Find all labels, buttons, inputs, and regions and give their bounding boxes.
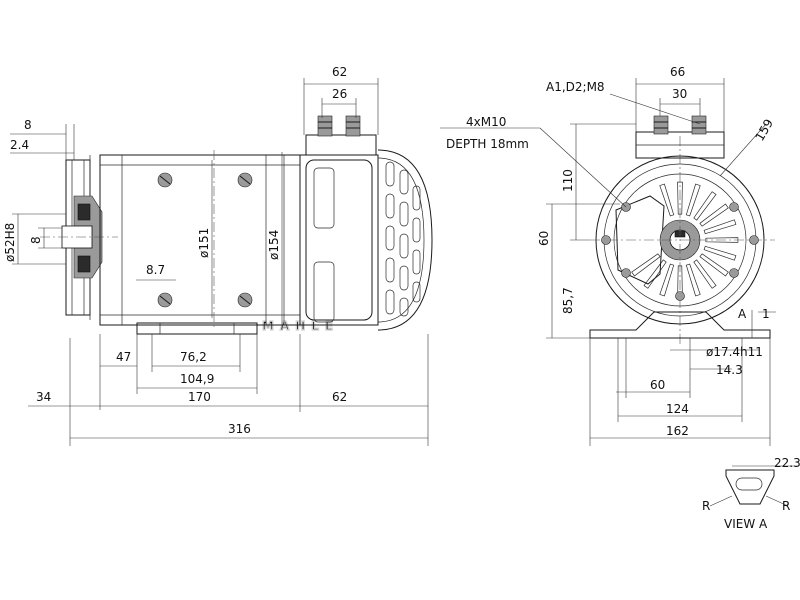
dim-162: 162 <box>666 424 689 438</box>
cooling-slot <box>693 191 717 221</box>
dim-110: 110 <box>561 169 575 192</box>
dim-8-left: 8 <box>24 118 32 132</box>
dim-62-top: 62 <box>332 65 347 79</box>
terminal-spec: A1,D2;M8 <box>546 80 605 94</box>
cooling-slot <box>659 263 675 297</box>
dim-shaft-key: 8 <box>29 236 43 244</box>
view-a-title: VIEW A <box>724 517 768 531</box>
dim-shaft-dia: ø52H8 <box>3 223 17 262</box>
dim-76-2: 76,2 <box>180 350 207 364</box>
cooling-fins <box>377 149 433 331</box>
end-view: 66 30 A1,D2;M8 4xM10 DEPTH 18mm 159 110 … <box>440 65 776 446</box>
cooling-slot <box>685 183 701 217</box>
end-foot <box>589 311 771 339</box>
terminal-stud-2 <box>345 115 361 137</box>
cooling-slots <box>631 181 739 299</box>
dim-26-top: 26 <box>332 87 347 101</box>
bolt-spec: 4xM10 <box>466 115 506 129</box>
cooling-slot <box>693 259 717 289</box>
screw-1 <box>157 172 173 188</box>
dim-104-9: 104,9 <box>180 372 214 386</box>
cooling-slot <box>677 181 683 215</box>
dim-60-vertical: 60 <box>537 231 551 246</box>
end-terminal-stud-1 <box>653 115 669 135</box>
cooling-slot <box>699 203 729 227</box>
view-a-slot <box>725 469 775 505</box>
dim-8-7: 8.7 <box>146 263 165 277</box>
cooling-slot <box>703 219 737 235</box>
mounting-foot <box>136 322 258 335</box>
dim-170: 170 <box>188 390 211 404</box>
dim-124: 124 <box>666 402 689 416</box>
dim-85-7: 85,7 <box>561 287 575 314</box>
screw-3 <box>157 292 173 308</box>
dim-316: 316 <box>228 422 251 436</box>
end-view-labels: 66 30 A1,D2;M8 4xM10 DEPTH 18mm 159 110 … <box>446 65 776 438</box>
screw-4 <box>237 292 253 308</box>
view-a-dim-22-3: 22.3 <box>774 456 800 470</box>
dim-47: 47 <box>116 350 131 364</box>
end-cap <box>299 154 379 326</box>
view-a: 22.3 R R VIEW A <box>702 456 800 531</box>
dim-60-base: 60 <box>650 378 665 392</box>
cooling-slot <box>703 245 737 261</box>
watermark: MAHLE <box>262 319 339 333</box>
side-view-dimensions <box>10 78 429 446</box>
dim-2-4-left: 2.4 <box>10 138 29 152</box>
dim-62-bottom: 62 <box>332 390 347 404</box>
dim-30: 30 <box>672 87 687 101</box>
view-a-radius-left: R <box>702 499 710 513</box>
cooling-slot <box>631 253 661 277</box>
bolt-depth: DEPTH 18mm <box>446 137 529 151</box>
dim-radius-159: 159 <box>752 117 776 144</box>
mark-1: 1 <box>762 307 770 321</box>
screw-2 <box>237 172 253 188</box>
side-view-labels: 62 26 8 2.4 ø52H8 8 8.7 ø151 ø154 47 76,… <box>3 65 347 436</box>
view-a-radius-right: R <box>782 499 790 513</box>
cooling-slot <box>685 263 701 297</box>
terminal-stud-1 <box>317 115 333 137</box>
dim-shaft-dia-end: ø17.4h11 <box>706 345 763 359</box>
end-terminal-stud-2 <box>691 115 707 135</box>
dim-66: 66 <box>670 65 685 79</box>
cooling-slot <box>659 183 675 217</box>
dim-14-3: 14.3 <box>716 363 743 377</box>
dim-dia-154: ø154 <box>267 230 281 260</box>
cooling-slot <box>699 253 729 277</box>
end-plate-flat <box>615 195 665 285</box>
dim-34: 34 <box>36 390 51 404</box>
mark-a: A <box>738 307 747 321</box>
cooling-slot <box>705 237 739 243</box>
end-view-dimensions <box>440 78 776 446</box>
terminal-box <box>305 134 377 156</box>
side-view: 62 26 8 2.4 ø52H8 8 8.7 ø151 ø154 47 76,… <box>3 65 433 446</box>
dim-dia-151: ø151 <box>197 228 211 258</box>
